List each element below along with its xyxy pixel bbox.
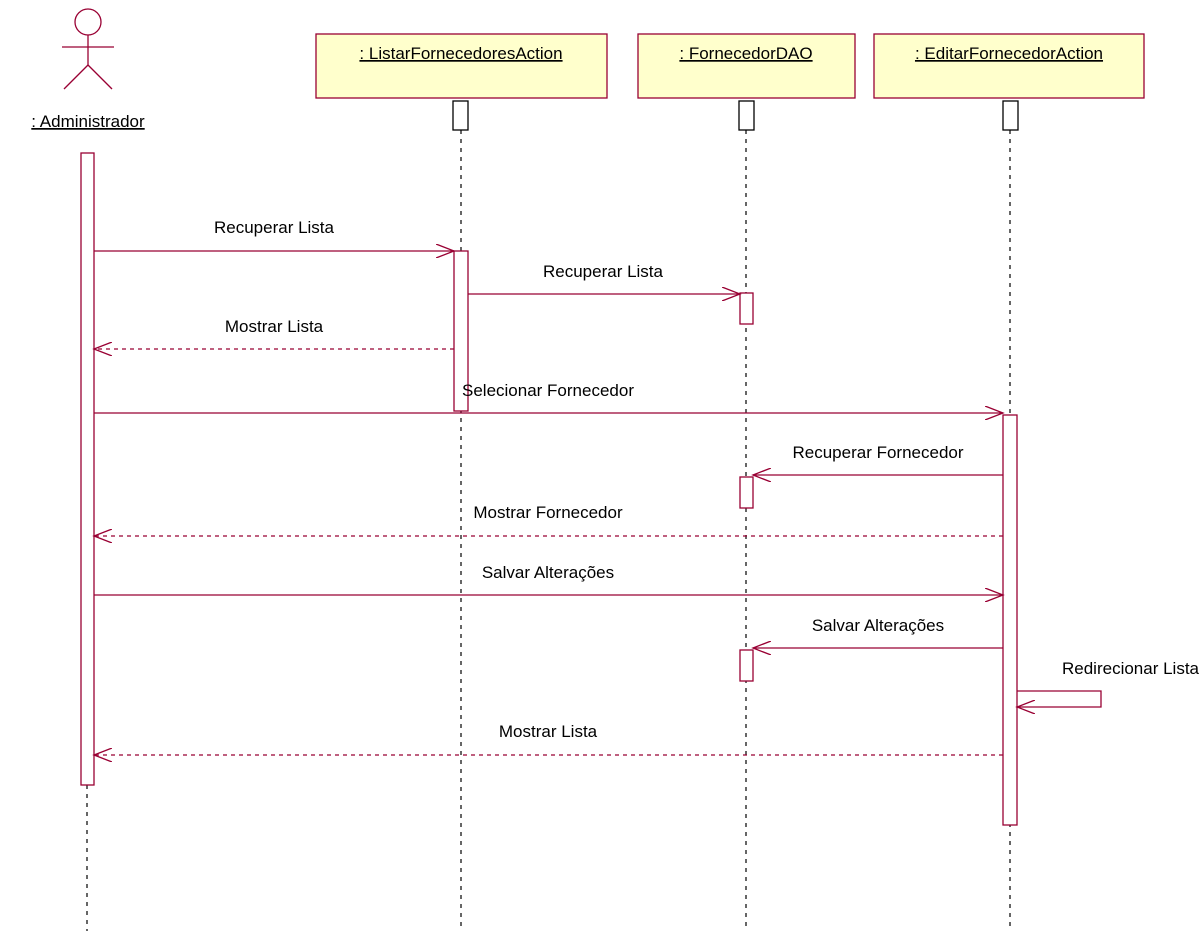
message-label-2: Recuperar Lista xyxy=(543,262,664,281)
message-arrow-9 xyxy=(1017,690,1102,707)
object-label: : EditarFornecedorAction xyxy=(915,44,1103,63)
actor-label: : Administrador xyxy=(31,112,145,131)
lifeline-head xyxy=(1002,100,1019,131)
activation-administrador xyxy=(80,152,95,786)
message-label-6: Mostrar Fornecedor xyxy=(473,503,623,522)
lifeline-head xyxy=(738,100,755,131)
activations xyxy=(80,152,1018,826)
lifeline-heads xyxy=(452,100,1019,131)
message-label-7: Salvar Alterações xyxy=(482,563,614,582)
activation-dao-1 xyxy=(739,292,754,325)
message-label-1: Recuperar Lista xyxy=(214,218,335,237)
message-label-10: Mostrar Lista xyxy=(499,722,598,741)
object-fornecedor-dao[interactable]: : FornecedorDAO xyxy=(637,33,856,99)
message-label-5: Recuperar Fornecedor xyxy=(792,443,963,462)
actor-administrador[interactable]: : Administrador xyxy=(31,8,145,131)
object-label: : ListarFornecedoresAction xyxy=(359,44,562,63)
message-label-3: Mostrar Lista xyxy=(225,317,324,336)
stick-figure-icon xyxy=(62,8,114,90)
object-editar-fornecedor-action[interactable]: : EditarFornecedorAction xyxy=(873,33,1145,99)
message-label-9: Redirecionar Lista xyxy=(1062,659,1200,678)
object-listar-fornecedores-action[interactable]: : ListarFornecedoresAction xyxy=(315,33,608,99)
lifeline-head xyxy=(452,100,469,131)
activation-editar xyxy=(1002,414,1018,826)
message-label-8: Salvar Alterações xyxy=(812,616,944,635)
lifelines xyxy=(86,130,1011,931)
object-box xyxy=(315,33,608,99)
object-box xyxy=(873,33,1145,99)
activation-dao-3 xyxy=(739,649,754,682)
object-box xyxy=(637,33,856,99)
activation-dao-2 xyxy=(739,476,754,509)
object-label: : FornecedorDAO xyxy=(679,44,812,63)
activation-listar xyxy=(453,250,469,412)
message-label-4: Selecionar Fornecedor xyxy=(462,381,634,400)
